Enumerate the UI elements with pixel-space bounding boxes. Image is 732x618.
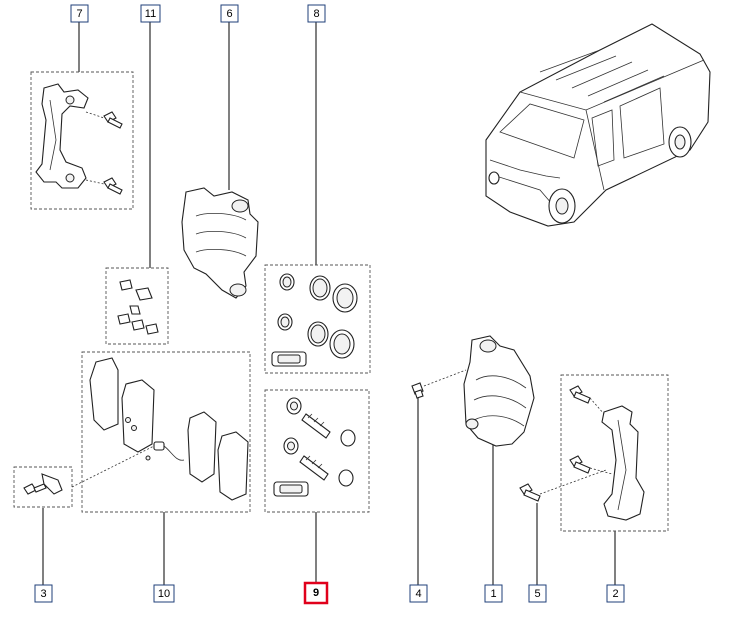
guide-pin-kit-group-9 [264, 389, 370, 513]
callouts: 7 11 6 8 3 10 9 4 [34, 4, 625, 605]
bolt-part-5 [519, 469, 607, 502]
caliper-part-1 [463, 335, 535, 447]
svg-text:4: 4 [415, 588, 421, 600]
van-illustration [485, 23, 711, 227]
callout-9-highlighted[interactable]: 9 [303, 581, 329, 605]
caliper-group-6 [181, 187, 259, 299]
clips-group-11 [105, 267, 169, 345]
callout-6[interactable]: 6 [220, 4, 239, 23]
svg-text:7: 7 [76, 8, 82, 20]
callout-8[interactable]: 8 [307, 4, 326, 23]
svg-text:6: 6 [226, 8, 232, 20]
callout-11[interactable]: 11 [140, 4, 161, 23]
svg-text:8: 8 [313, 8, 319, 20]
bracket-group-2 [560, 374, 669, 532]
brake-pads-group-10 [81, 351, 251, 513]
callout-3[interactable]: 3 [34, 584, 53, 603]
bracket-group-7 [30, 71, 134, 210]
seal-kit-group-8 [264, 264, 371, 374]
svg-text:11: 11 [145, 8, 156, 20]
svg-text:9: 9 [313, 587, 319, 599]
svg-text:2: 2 [612, 588, 618, 600]
callout-4[interactable]: 4 [409, 584, 428, 603]
callout-10[interactable]: 10 [153, 584, 175, 603]
callout-7[interactable]: 7 [70, 4, 89, 23]
clip-group-3 [13, 445, 155, 508]
bleed-screw-4 [411, 369, 467, 399]
callout-1[interactable]: 1 [484, 584, 503, 603]
callout-2[interactable]: 2 [606, 584, 625, 603]
callout-5[interactable]: 5 [528, 584, 547, 603]
leader-lines [42, 22, 616, 585]
svg-text:10: 10 [158, 588, 170, 600]
svg-text:1: 1 [490, 588, 496, 600]
svg-text:5: 5 [534, 588, 540, 600]
svg-text:3: 3 [40, 588, 46, 600]
